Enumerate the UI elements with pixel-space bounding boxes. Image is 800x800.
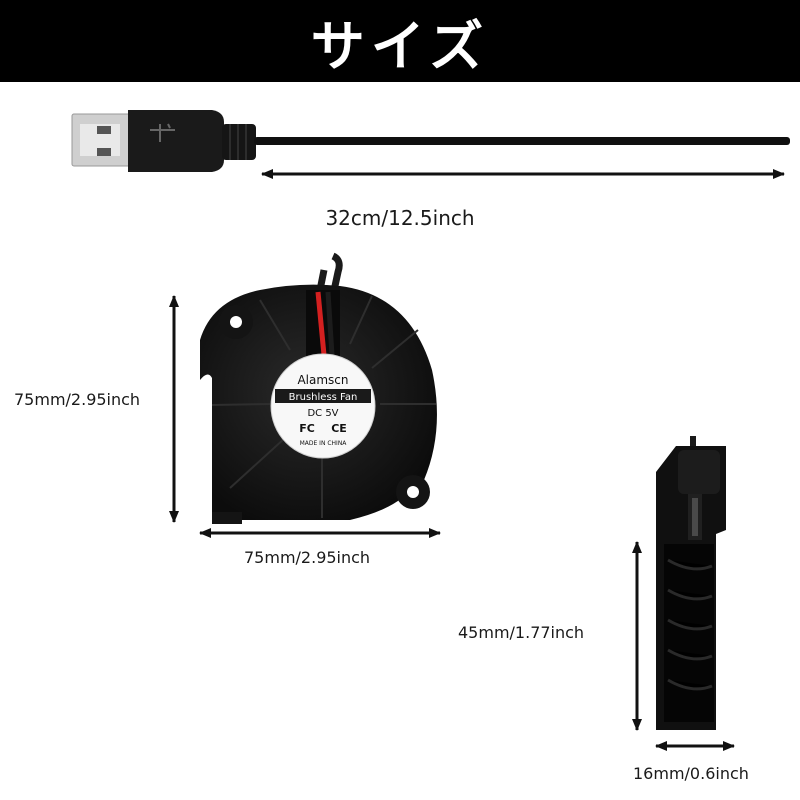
fan-height-label: 75mm/2.95inch	[14, 390, 141, 409]
fan-front-view	[200, 252, 437, 524]
fan-wire-red	[315, 291, 327, 356]
ce-mark: CE	[331, 422, 347, 435]
fan-hub-sticker	[270, 353, 376, 459]
side-height-label: 45mm/1.77inch	[458, 623, 585, 642]
usb-plug-icon	[71, 110, 256, 172]
banner-title: サイズ	[310, 14, 490, 78]
usb-cable	[71, 110, 790, 179]
cable-length-label: 32cm/12.5inch	[325, 206, 475, 230]
fc-mark: FC	[299, 422, 315, 435]
fan-voltage-label: DC 5V	[307, 408, 338, 419]
fan-wire-black	[328, 252, 343, 301]
fan-origin-label: MADE IN CHINA	[300, 440, 348, 447]
side-thickness-label: 16mm/0.6inch	[633, 764, 749, 783]
fan-width-label: 75mm/2.95inch	[244, 548, 371, 567]
cable-wire	[254, 137, 790, 145]
fan-side-view	[656, 436, 726, 730]
fan-model-label: Brushless Fan	[289, 392, 358, 403]
title-banner: サイズ	[0, 0, 800, 82]
fan-brand-label: Alamscn	[297, 373, 348, 387]
